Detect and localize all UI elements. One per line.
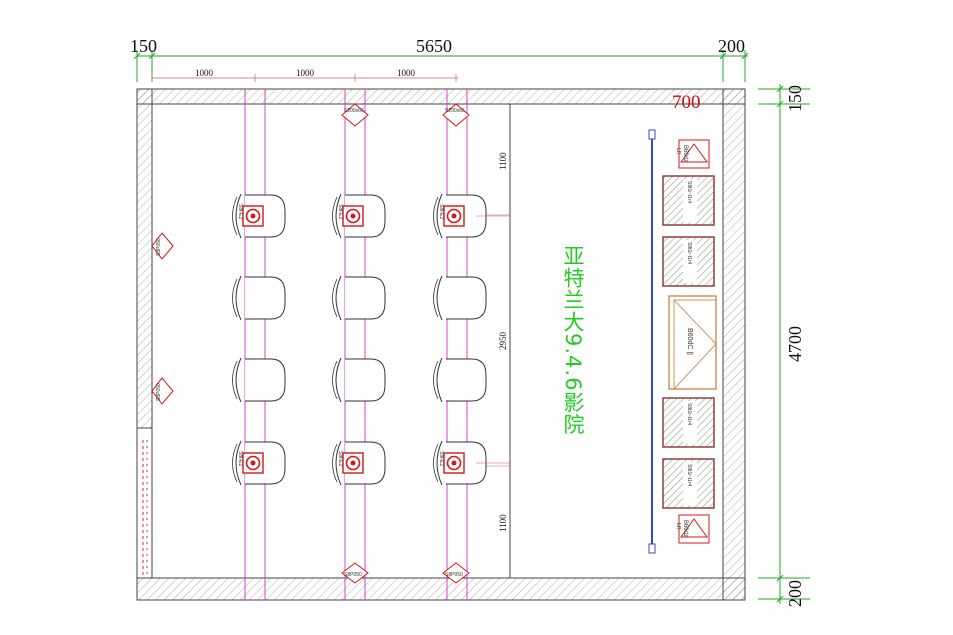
- surround-speaker-panel: S8t1r-t1r4: [662, 397, 715, 448]
- theater-seat: S8t-E2: [433, 193, 487, 239]
- floor-speaker-label: S8P050: [344, 572, 362, 578]
- theater-seat: [332, 357, 386, 403]
- dim-top-right: 200: [718, 36, 745, 56]
- subwoofer: B60dz LR: [675, 514, 710, 544]
- ceiling-speaker: S200x66: [341, 103, 369, 127]
- seat-speaker-label: S8t-E2: [438, 451, 444, 467]
- wall-speaker-label: S8P050: [156, 383, 162, 401]
- seat-shaker-speaker: [443, 452, 465, 474]
- ceiling-speaker-label: S200x66: [344, 108, 364, 114]
- floor-speaker-label: S8P050: [445, 572, 463, 578]
- seat-speaker-label: S8t-E2: [337, 451, 343, 467]
- seat-speaker-label: S8t-E2: [237, 451, 243, 467]
- subwoofer-sub-label: LR: [675, 148, 681, 155]
- floor-speaker: S8P050: [341, 562, 369, 584]
- screen-zone: [509, 103, 724, 579]
- spacing-dimension-line: [151, 74, 458, 82]
- surround-speaker-panel: S8t1r-t1r4: [662, 458, 715, 509]
- seat-shaker-speaker: [242, 452, 264, 474]
- dim-gap-bottom: 1100: [498, 514, 508, 532]
- theater-seat: S8t-E2: [232, 193, 286, 239]
- wall-speaker: S8P050: [151, 377, 174, 405]
- seat-shaker-speaker: [443, 205, 465, 227]
- subwoofer: B60dz LR: [675, 139, 710, 169]
- subwoofer-sub-label: LR: [675, 523, 681, 530]
- theater-seat: S8t-E2: [332, 440, 386, 486]
- surround-speaker-label: S8t1r-t1r4: [686, 181, 692, 203]
- projection-screen: [648, 129, 656, 554]
- dim-top-left: 150: [130, 36, 157, 56]
- dim-gap-top: 1100: [498, 152, 508, 170]
- surround-speaker-label: S8t1r-t1r4: [686, 464, 692, 486]
- center-speaker: B60dC ||: [668, 295, 717, 390]
- center-speaker-label: B60dC ||: [686, 328, 693, 355]
- seat-speaker-label: S8t-E2: [237, 204, 243, 220]
- theater-seat: [433, 275, 487, 321]
- ceiling-speaker: S200x66: [442, 103, 470, 127]
- dim-spacing-3: 1000: [397, 68, 416, 78]
- wall-speaker-label: S8P050: [156, 238, 162, 256]
- surround-speaker-panel: S8t1r-t1r4: [662, 236, 715, 287]
- seat-speaker-label: S8t-E2: [337, 204, 343, 220]
- theater-seat: [332, 275, 386, 321]
- theater-seat: [232, 275, 286, 321]
- seat-grid-lines: [244, 89, 468, 600]
- room-walls: [136, 88, 746, 601]
- subwoofer-label: B60dz: [682, 520, 688, 537]
- seat-shaker-speaker: [342, 452, 364, 474]
- dimension-lines: [133, 50, 810, 604]
- surround-speaker-label: S8t1r-t1r4: [686, 403, 692, 425]
- dim-spacing-2: 1000: [296, 68, 315, 78]
- screen-depth-dimension: 700: [672, 92, 701, 113]
- seat-shaker-speaker: [342, 205, 364, 227]
- wall-speaker: S8P050: [151, 232, 174, 260]
- ceiling-speaker-label: S200x66: [445, 108, 465, 114]
- theater-seat: [433, 357, 487, 403]
- dim-right-top: 150: [785, 85, 805, 112]
- seat-shaker-speaker: [242, 205, 264, 227]
- floor-speaker: S8P050: [442, 562, 470, 584]
- seat-speaker-label: S8t-E2: [438, 204, 444, 220]
- theater-seat: [232, 357, 286, 403]
- theater-seat: S8t-E2: [433, 440, 487, 486]
- dim-right-total: 4700: [785, 326, 805, 362]
- dim-right-bottom: 200: [785, 580, 805, 607]
- subwoofer-label: B60dz: [682, 145, 688, 162]
- dim-spacing-1: 1000: [195, 68, 214, 78]
- room-title: 亚特兰大9.4.6影院: [561, 245, 585, 436]
- dim-gap-middle: 2950: [498, 332, 508, 351]
- surround-speaker-panel: S8t1r-t1r4: [662, 175, 715, 226]
- theater-seat: S8t-E2: [332, 193, 386, 239]
- door-curtain: [142, 440, 148, 575]
- dim-top-total: 5650: [416, 36, 452, 56]
- theater-seat: S8t-E2: [232, 440, 286, 486]
- surround-speaker-label: S8t1r-t1r4: [686, 242, 692, 264]
